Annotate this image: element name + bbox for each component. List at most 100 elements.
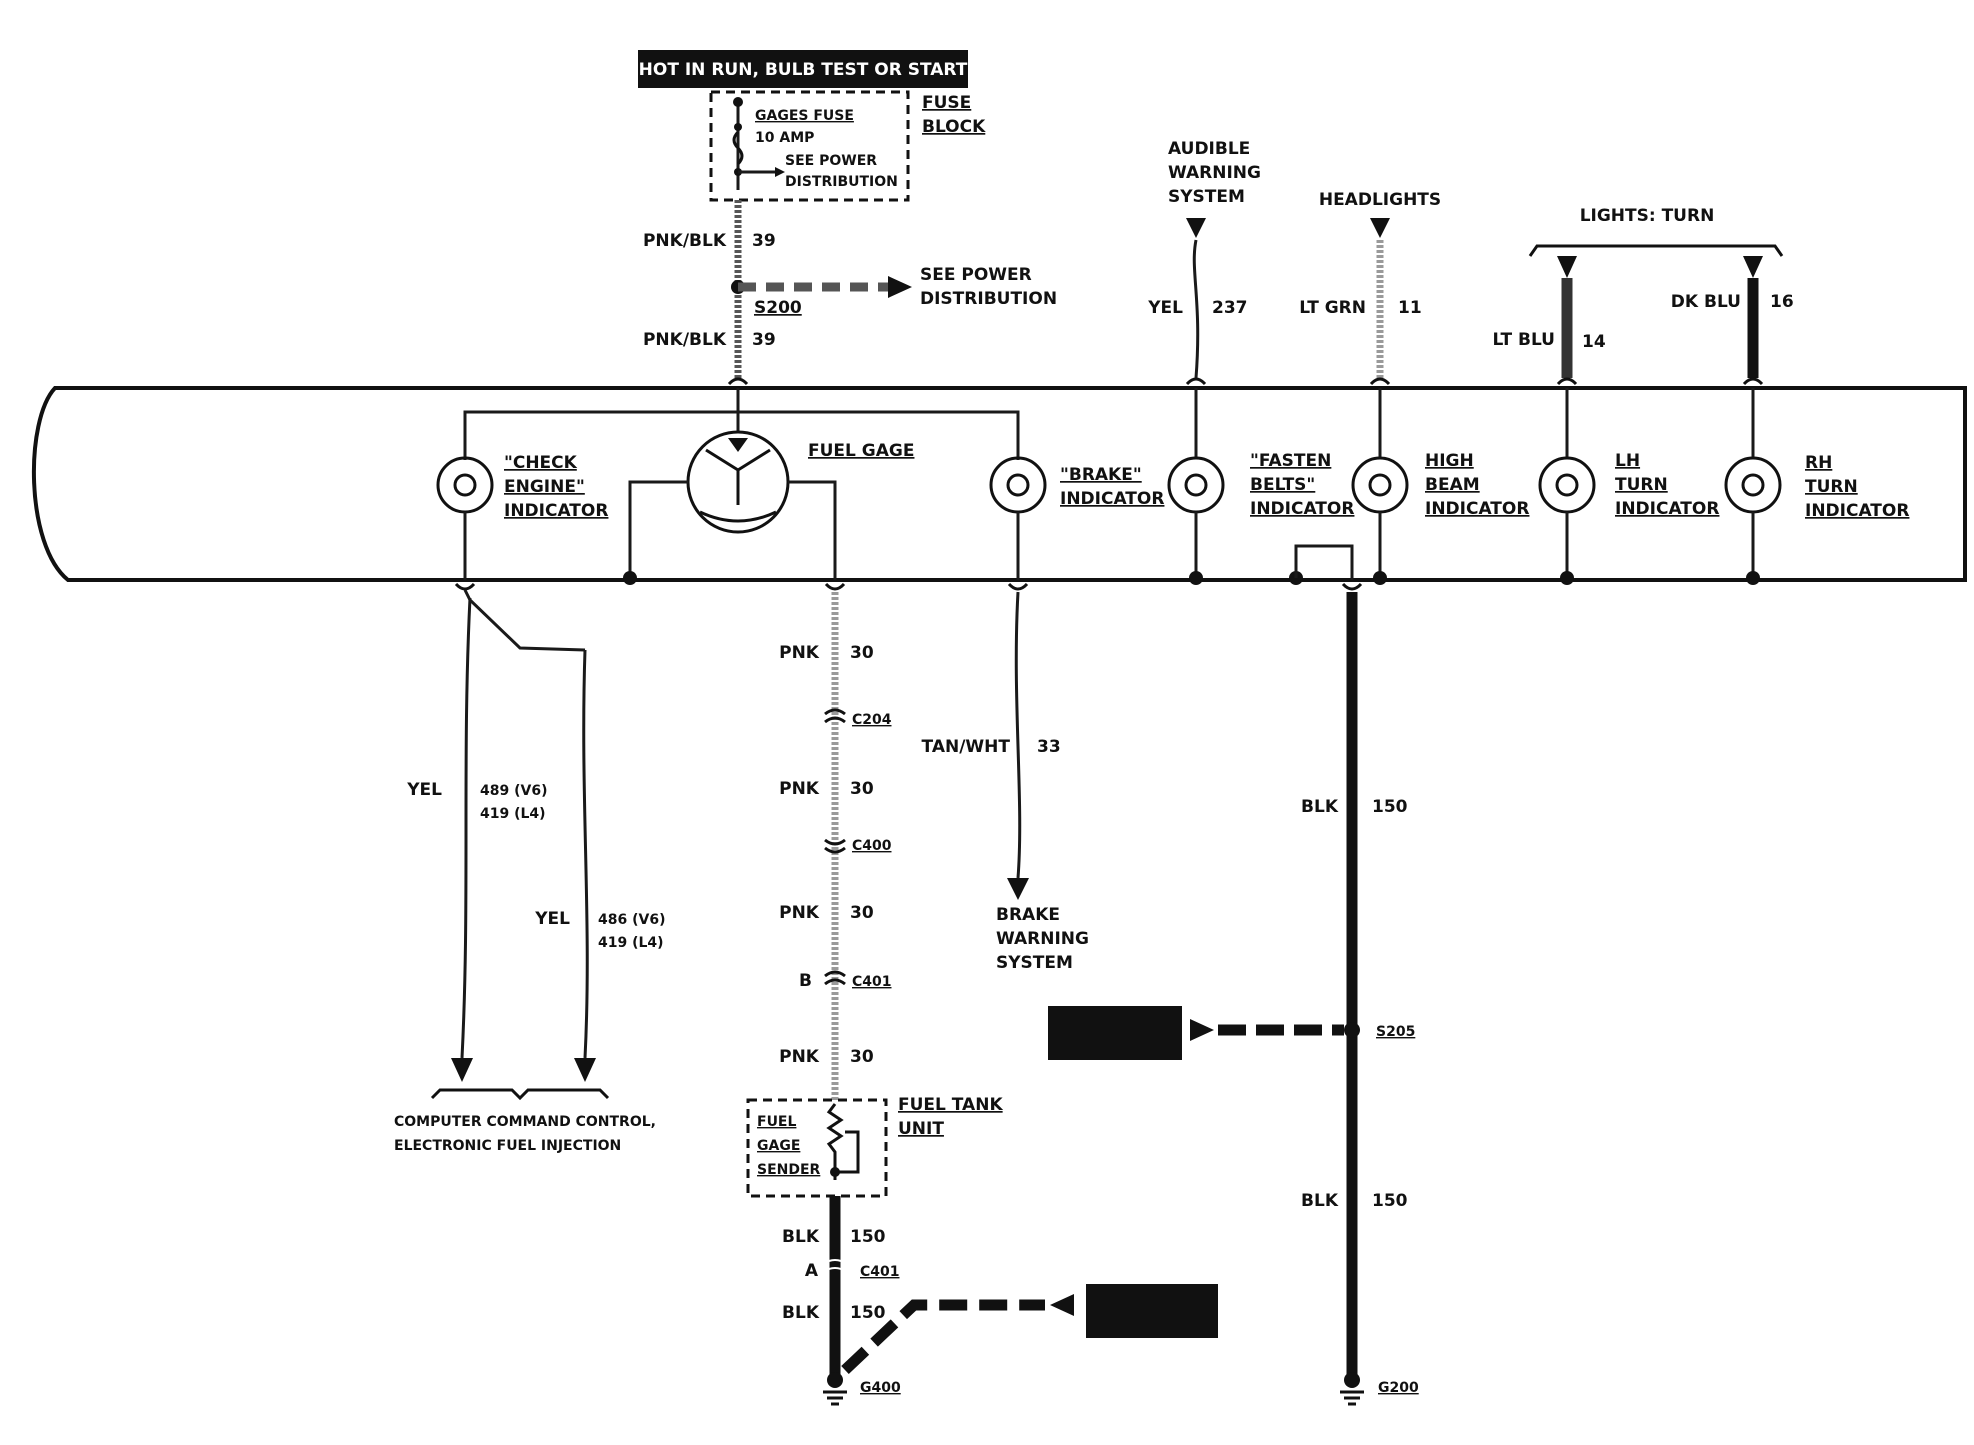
fuse-block-label-1: FUSE	[922, 93, 971, 113]
connector-fasten-top	[1185, 377, 1207, 386]
connector-c401-a-icon	[822, 1259, 848, 1273]
fuse-block-box	[709, 90, 910, 202]
sender-label-3: SENDER	[757, 1162, 821, 1178]
high-beam-bulb-icon	[1351, 456, 1409, 514]
audible-label-2: WARNING	[1168, 163, 1261, 183]
arrow-right-icon	[775, 167, 785, 177]
lh-wire-color: LT BLU	[1492, 330, 1555, 350]
tan-wht-33-wire	[1014, 591, 1022, 879]
connector-c204-icon	[824, 708, 846, 724]
arrow-down-icon-5	[451, 1058, 473, 1082]
computer-label-1: COMPUTER COMMAND CONTROL,	[394, 1114, 656, 1130]
filament-icon-5	[1555, 473, 1579, 497]
rh-label-2: TURN	[1805, 477, 1858, 497]
audible-label-1: AUDIBLE	[1168, 139, 1250, 159]
wire-a-color: PNK/BLK	[643, 231, 727, 251]
blk-4-num: 150	[1372, 1191, 1408, 1211]
wire-a-num: 39	[752, 231, 776, 251]
gage-coils-icon	[699, 448, 777, 523]
big-see-power-1: SEE POWER	[920, 265, 1032, 285]
brake-sys-label-3: SYSTEM	[996, 953, 1073, 973]
connector-rh-top	[1742, 377, 1764, 386]
filament-icon-2	[1006, 473, 1030, 497]
computer-bracket	[430, 1088, 610, 1101]
yel-2-num-a: 486 (V6)	[598, 912, 665, 928]
rh-wire-num: 16	[1770, 292, 1794, 312]
blk-2-color: BLK	[782, 1303, 820, 1323]
ground-icon	[823, 1390, 847, 1406]
connector-check-engine-bottom	[454, 582, 476, 591]
g400-label: G400	[860, 1380, 901, 1396]
sender-wiper	[835, 1130, 860, 1174]
ground-jumper	[1294, 544, 1354, 580]
lh-label-3: INDICATOR	[1615, 499, 1719, 519]
lh-label-1: LH	[1615, 451, 1640, 471]
fuse-block-label-2: BLOCK	[922, 117, 986, 137]
yel-486-wire	[582, 649, 589, 1059]
blk-3-color: BLK	[1301, 797, 1339, 817]
pnk-3-color: PNK	[779, 903, 820, 923]
brake-bulb-icon	[989, 456, 1047, 514]
brake-label-2: INDICATOR	[1060, 489, 1164, 509]
audible-wire-num: 237	[1212, 298, 1248, 318]
blk-1-color: BLK	[782, 1227, 820, 1247]
tank-unit-label-2: UNIT	[898, 1119, 944, 1139]
fasten-label-1: "FASTEN	[1250, 451, 1331, 471]
brake-label-1: "BRAKE"	[1060, 465, 1142, 485]
sender-resistor-icon	[826, 1103, 844, 1180]
arrow-down-icon	[1186, 218, 1206, 238]
arrow-right-icon-2	[888, 276, 912, 298]
instrument-cluster-outline	[31, 386, 1967, 582]
yel-1-num-b: 419 (L4)	[480, 806, 546, 822]
sender-node	[830, 1167, 840, 1177]
lh-turn-bulb-icon	[1538, 456, 1596, 514]
fuse-node	[734, 123, 742, 131]
ground-bus-dot-4	[1373, 571, 1387, 585]
rh-label-1: RH	[1805, 453, 1832, 473]
filament-icon-6	[1741, 473, 1765, 497]
connector-brake-bottom	[1007, 582, 1029, 591]
tank-unit-label-1: FUEL TANK	[898, 1095, 1003, 1115]
yel-2-color: YEL	[534, 909, 570, 929]
arrow-down-icon-7	[1007, 878, 1029, 900]
pnk-4-color: PNK	[779, 1047, 820, 1067]
filament-icon-3	[1184, 473, 1208, 497]
brake-sys-label-2: WARNING	[996, 929, 1089, 949]
wire-b-color: PNK/BLK	[643, 330, 727, 350]
rh-label-3: INDICATOR	[1805, 501, 1909, 521]
audible-wire-color: YEL	[1147, 298, 1183, 318]
ground-bus-dot-6	[1746, 571, 1760, 585]
connector-ground-bottom	[1341, 582, 1363, 591]
pnk-4-num: 30	[850, 1047, 874, 1067]
arrow-left-icon	[1050, 1294, 1074, 1316]
gage-sender-lead	[788, 480, 837, 580]
rh-wire-color: DK BLU	[1671, 292, 1741, 312]
cluster-supply-bus	[463, 410, 1020, 460]
arrow-down-icon-6	[574, 1058, 596, 1082]
tan-num: 33	[1037, 737, 1061, 757]
c401-a-pin: A	[805, 1261, 819, 1281]
g200-dot	[1344, 1372, 1360, 1388]
blk-2-num: 150	[850, 1303, 886, 1323]
fuel-tank-unit-box	[746, 1098, 888, 1198]
lh-label-2: TURN	[1615, 475, 1668, 495]
tan-color: TAN/WHT	[922, 737, 1011, 757]
ground-bus-dot	[623, 571, 637, 585]
fuse-see-power-1: SEE POWER	[785, 153, 877, 169]
g400-dot	[827, 1372, 843, 1388]
pnk-2-num: 30	[850, 779, 874, 799]
check-engine-label-3: INDICATOR	[504, 501, 608, 521]
brake-sys-label-1: BRAKE	[996, 905, 1060, 925]
reference-box-blank	[1086, 1284, 1218, 1338]
fuse-element-icon	[732, 130, 744, 166]
blk-3-num: 150	[1372, 797, 1408, 817]
lh-wire-num: 14	[1582, 332, 1606, 352]
high-beam-label-3: INDICATOR	[1425, 499, 1529, 519]
high-beam-label-2: BEAM	[1425, 475, 1480, 495]
headlights-label: HEADLIGHTS	[1319, 190, 1441, 210]
blk-1-num: 150	[850, 1227, 886, 1247]
computer-label-2: ELECTRONIC FUEL INJECTION	[394, 1138, 621, 1154]
connector-c401-b-icon	[824, 970, 846, 986]
lights-turn-bracket	[1528, 244, 1784, 257]
gage-ground-lead	[628, 480, 688, 580]
